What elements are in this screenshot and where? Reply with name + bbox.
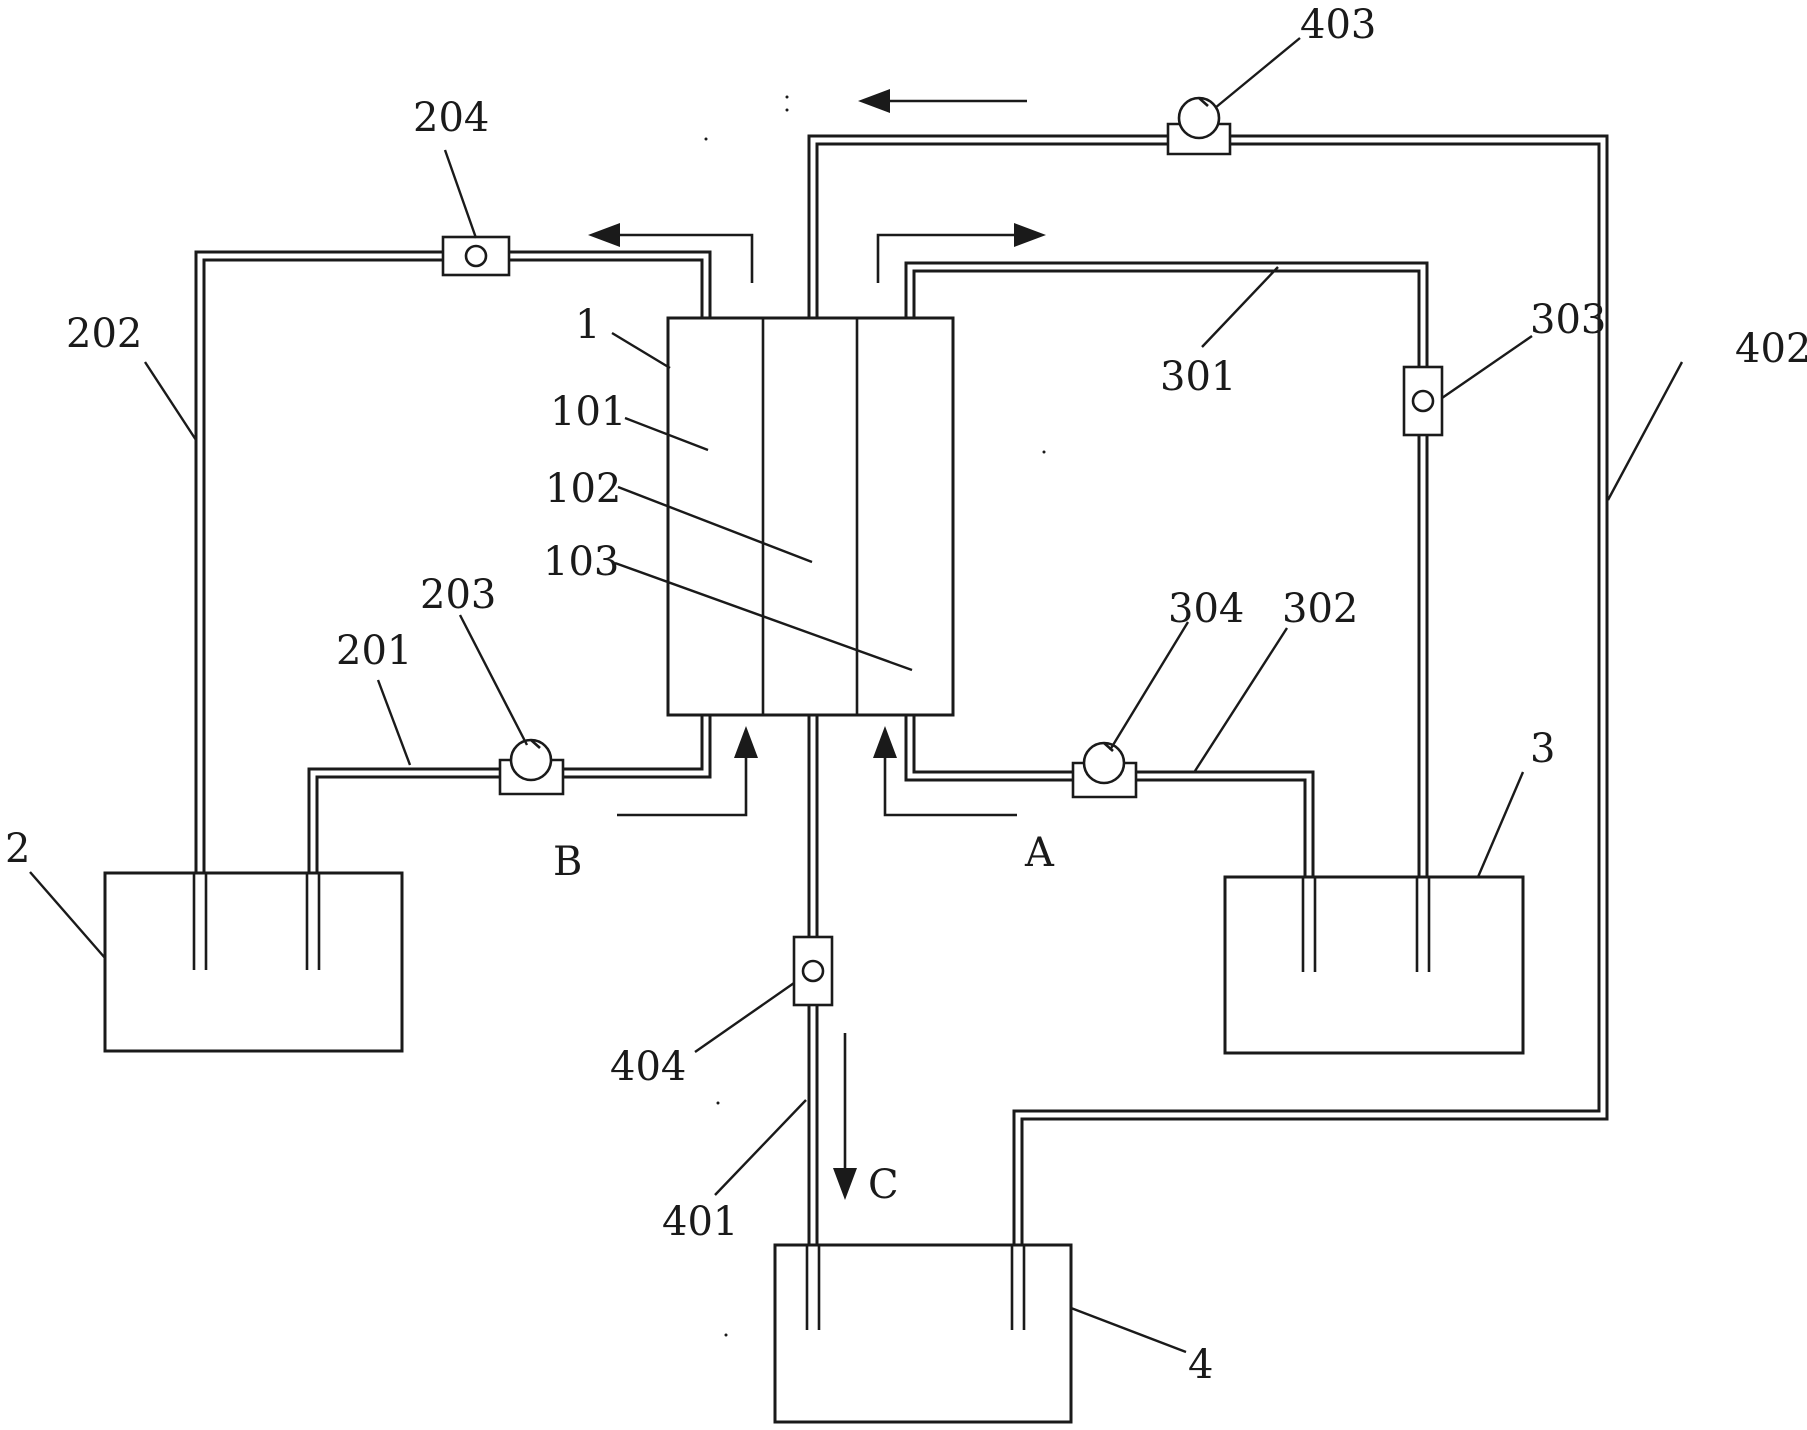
label-main-unit: 1 [575,302,600,348]
leader-204 [443,149,478,239]
leader-2 [29,871,106,959]
flow-arrow-right-outlet [876,233,1020,283]
tank-4 [773,1243,1073,1424]
leader-302 [1193,627,1289,772]
tank-3 [1223,875,1525,1055]
label-outlet-c: C [868,1162,899,1208]
valve-204 [441,235,511,277]
pump-403 [1166,96,1232,156]
label-pipe-202: 202 [66,311,142,357]
flow-arrowhead-top [858,89,890,113]
tank-pipe-ends [192,873,1431,1330]
label-pipe-401: 401 [662,1199,738,1245]
flow-arrowhead-outlet-c [833,1168,857,1200]
flow-arrows [588,89,1046,1200]
label-tank-4: 4 [1188,1342,1213,1388]
scan-specks [704,95,1046,1337]
label-inlet-b: B [553,839,582,885]
label-pipe-301: 301 [1160,354,1236,400]
label-pump-304: 304 [1168,586,1244,632]
pipe-301-inner [907,264,1426,972]
leader-3 [1476,771,1525,878]
pump-203 [498,738,565,796]
label-tank-3: 3 [1530,726,1555,772]
leader-303 [1441,335,1533,399]
main-unit-body [666,316,955,717]
pipe-402-inner [810,137,1606,1330]
leader-203 [458,614,529,746]
leader-101 [624,416,709,452]
leader-102 [617,485,813,564]
flow-arrow-inlet-a [883,755,1017,817]
label-chamber-103: 103 [543,539,619,585]
leader-404 [694,982,795,1053]
leader-401 [714,1099,807,1196]
label-valve-204: 204 [413,95,489,141]
leader-lines [29,37,1684,1354]
flow-arrow-left-outlet [612,233,754,283]
flow-arrowhead-left-outlet [588,223,620,247]
flow-arrowhead-inlet-a [873,726,897,758]
leader-103 [614,561,913,672]
flow-arrowhead-inlet-b [734,726,758,758]
leader-403 [1214,37,1301,109]
label-pipe-201: 201 [336,628,412,674]
valve-303 [1402,365,1444,437]
label-chamber-102: 102 [545,466,621,512]
label-tank-2: 2 [5,826,30,872]
leader-202 [143,361,198,441]
label-pipe-402: 402 [1735,326,1807,372]
leader-201 [376,679,412,766]
valve-404 [792,935,834,1007]
flow-arrowhead-right-outlet [1014,223,1046,247]
label-chamber-101: 101 [550,389,626,435]
label-inlet-a: A [1024,830,1055,876]
main-unit [666,316,955,717]
label-valve-404: 404 [610,1044,686,1090]
leader-301 [1201,266,1279,348]
label-pipe-302: 302 [1282,586,1358,632]
flow-arrow-inlet-b [617,755,748,817]
leader-304 [1108,621,1190,751]
pump-304 [1071,741,1138,799]
leader-4 [1070,1306,1187,1354]
label-valve-303: 303 [1530,297,1606,343]
leader-402 [1606,361,1684,501]
leader-1 [611,331,671,370]
label-pump-403: 403 [1300,2,1376,48]
labels: 1 101 102 103 2 3 4 201 202 203 204 301 … [5,2,1807,1388]
tank-2 [103,871,404,1053]
label-pump-203: 203 [420,572,496,618]
